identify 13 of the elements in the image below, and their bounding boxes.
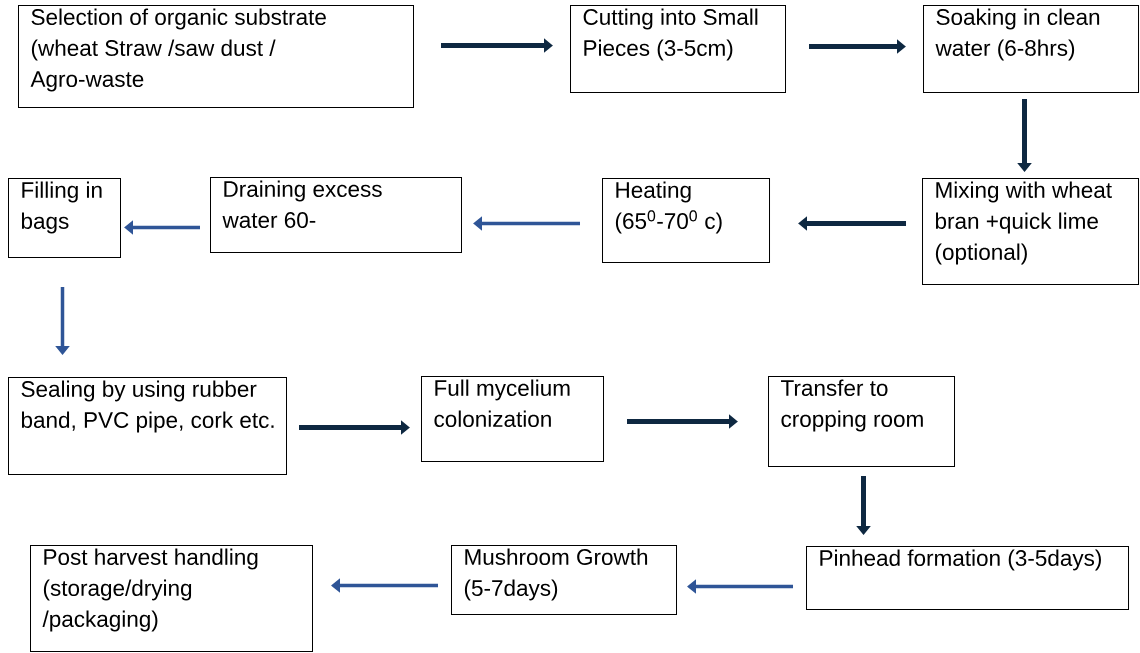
process-box: Post harvest handling (storage/drying /packaging) — [30, 545, 313, 652]
process-box: Transfer to cropping room — [768, 376, 955, 467]
process-box: Filling in bags — [8, 178, 121, 258]
process-box: Soaking in clean water (6-8hrs) — [923, 5, 1139, 93]
process-box: Sealing by using rubber band, PVC pipe, cork etc. — [8, 377, 287, 475]
process-box: Heating (65$^{0}$-70$^{0}$ c) — [602, 178, 770, 263]
process-box: Mushroom Growth (5-7days) — [451, 545, 677, 615]
process-box: Mixing with wheat bran +quick lime (optional) — [922, 178, 1139, 285]
process-box: Full mycelium colonization — [421, 376, 604, 462]
process-box: Cutting into Small Pieces (3-5cm) — [570, 5, 786, 93]
process-box: Draining excess water 60- — [210, 177, 462, 253]
process-box: Pinhead formation (3-5days) — [806, 546, 1129, 610]
process-box: Selection of organic substrate (wheat Straw /saw dust / Agro-waste — [18, 5, 414, 108]
